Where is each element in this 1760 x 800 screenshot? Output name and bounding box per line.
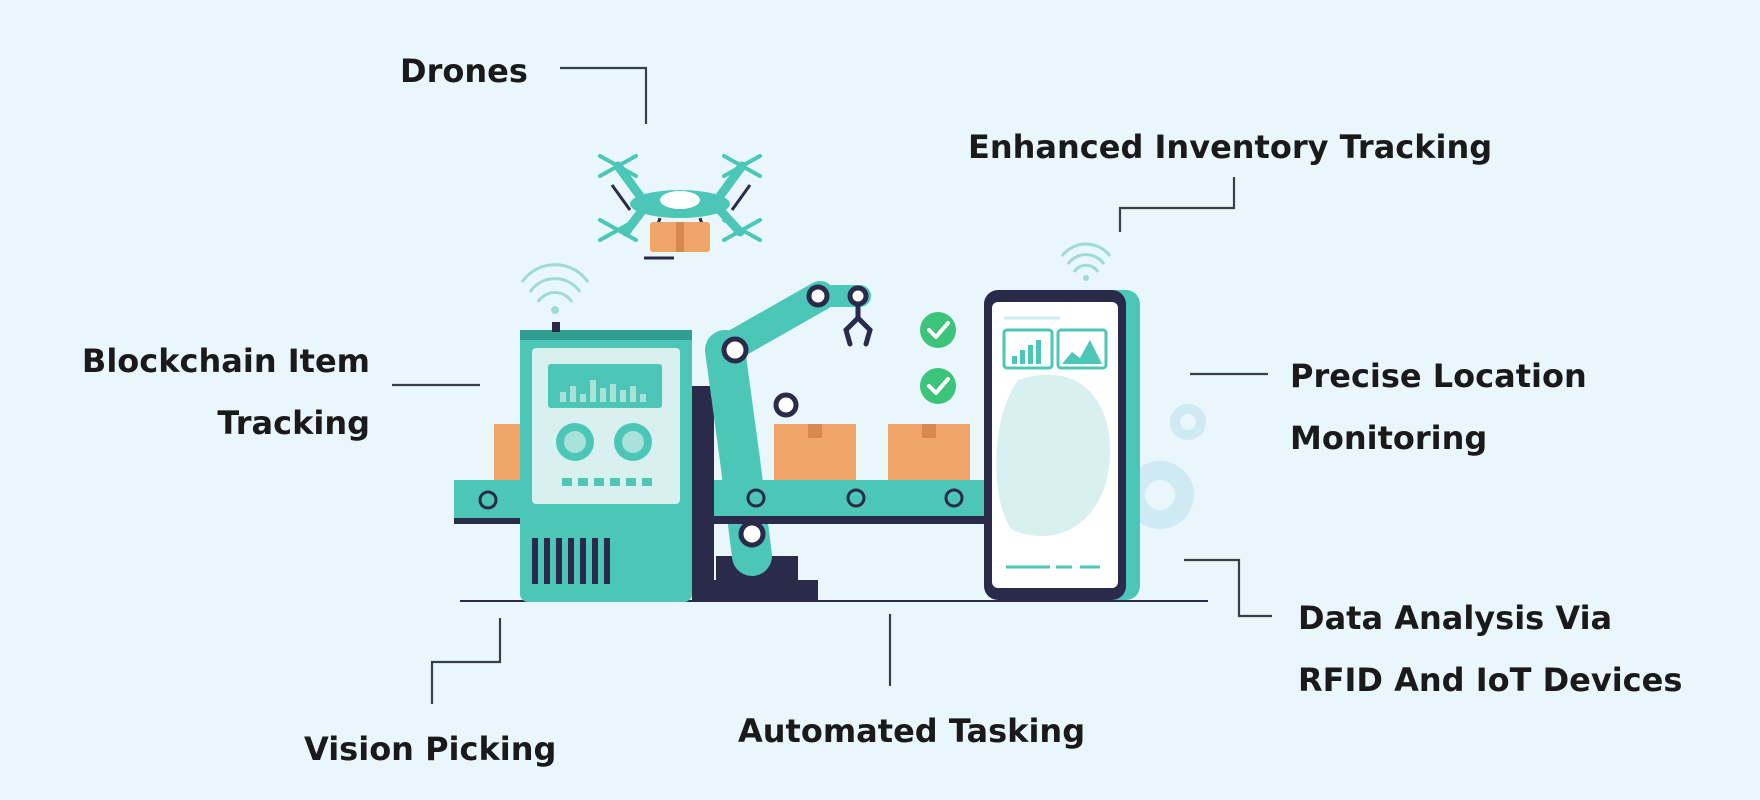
label-blockchain-line1: Blockchain Item — [81, 342, 370, 380]
label-data-analysis: Data Analysis Via RFID And IoT Devices — [1298, 587, 1682, 711]
package-icon — [650, 222, 710, 252]
connector-lines — [392, 66, 1272, 704]
label-data-line1: Data Analysis Via — [1298, 599, 1613, 637]
connector-inventory — [1118, 177, 1236, 232]
smartphone-icon — [984, 290, 1140, 600]
connector-data — [1184, 558, 1272, 618]
wifi-icon — [1060, 242, 1112, 273]
label-blockchain-line2: Tracking — [217, 404, 370, 442]
label-blockchain-item-tracking: Blockchain Item Tracking — [74, 330, 370, 454]
label-automated-tasking: Automated Tasking — [738, 712, 1086, 750]
machine-icon — [520, 322, 714, 602]
connector-drones — [560, 66, 648, 124]
label-precise-line1: Precise Location — [1290, 357, 1587, 395]
label-enhanced-inventory-tracking: Enhanced Inventory Tracking — [968, 128, 1493, 166]
check-icon — [920, 312, 956, 404]
connector-vision — [430, 618, 502, 704]
label-vision-picking: Vision Picking — [304, 730, 557, 768]
drone-icon — [598, 154, 762, 260]
wifi-icon — [520, 263, 590, 303]
label-data-line2: RFID And IoT Devices — [1298, 661, 1683, 699]
label-precise-line2: Monitoring — [1290, 419, 1488, 457]
label-drones: Drones — [400, 52, 528, 90]
label-precise-location-monitoring: Precise Location Monitoring — [1290, 345, 1587, 469]
conveyor-left-belt — [454, 480, 524, 524]
